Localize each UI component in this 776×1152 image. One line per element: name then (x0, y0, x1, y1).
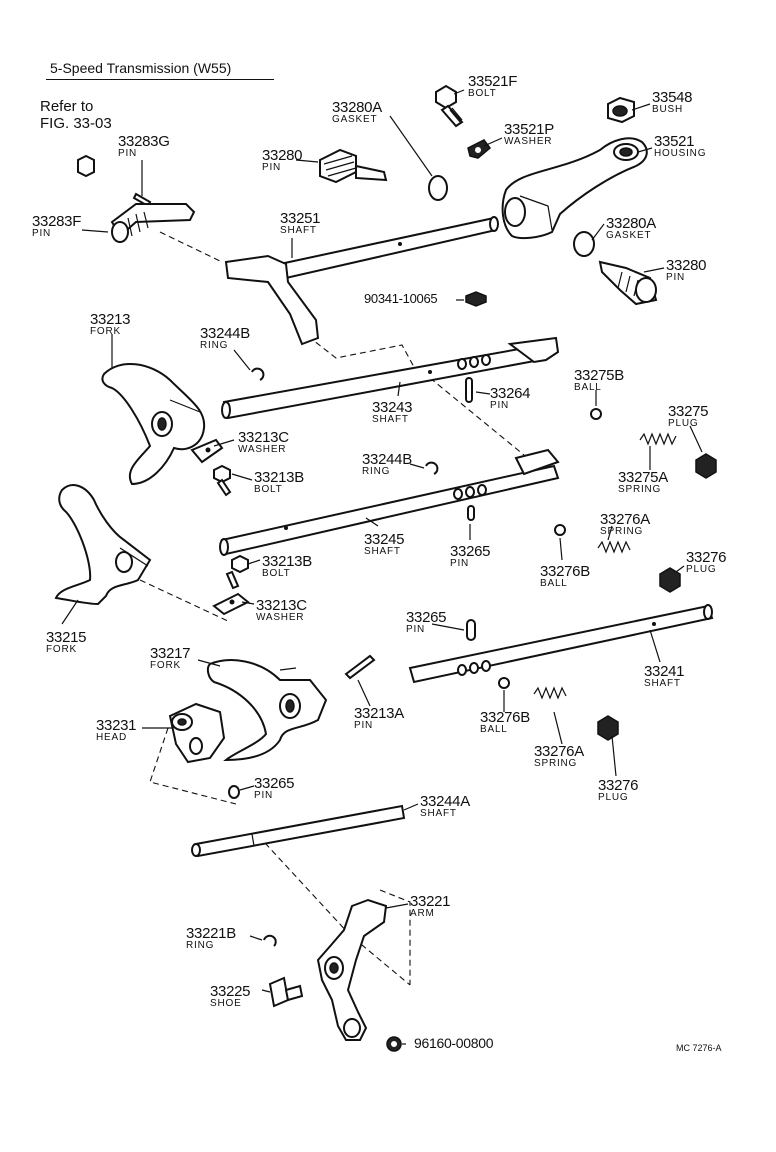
pin-33280-upper (319, 148, 388, 184)
gasket-33280a-lower (573, 231, 595, 257)
plug-33275 (695, 453, 717, 479)
pin-33264 (465, 377, 473, 403)
ball-33275b (590, 408, 602, 420)
pin-33280-lower (598, 260, 658, 306)
shaft-33243 (221, 336, 560, 420)
bolt-33521f (435, 84, 464, 128)
spring-33275a (639, 432, 677, 446)
refer-line-1: Refer to (40, 98, 94, 115)
washer-33521p (467, 139, 492, 159)
pin-33283f (110, 203, 196, 243)
plug-33276-lower (597, 715, 619, 741)
callout-96160-00800: 96160-00800 (414, 1035, 494, 1051)
ring-33244b-middle (425, 461, 439, 475)
ball-33276b-lower (498, 677, 510, 689)
bolt-33213b-lower (225, 554, 249, 590)
ring-33244b-upper (251, 367, 265, 381)
plug-33276-upper (659, 567, 681, 593)
washer-33213c-lower (212, 592, 250, 616)
assembly-guide-lines (139, 231, 525, 986)
ring-96160-00800 (386, 1036, 402, 1052)
pin-33265-middle (467, 505, 475, 521)
plug-90341-10065 (465, 291, 487, 307)
bush-33548 (607, 96, 635, 124)
fork-33215 (54, 484, 152, 606)
figure-reference: Refer to FIG. 33-03 (40, 98, 112, 132)
shaft-33245 (219, 448, 560, 556)
callout-90341-10065: 90341-10065 (364, 291, 438, 306)
pin-33283g (77, 154, 152, 208)
figure-code: MC 7276-A (676, 1043, 722, 1053)
head-33231 (168, 702, 226, 764)
shaft-33241 (408, 604, 714, 684)
ring-33221b (263, 934, 277, 947)
shaft-33251 (224, 216, 499, 346)
spring-33276a-lower (533, 686, 567, 700)
gasket-33280a-top (428, 175, 448, 201)
ball-33276b-upper (554, 524, 566, 536)
title-underline (46, 79, 274, 80)
bolt-33213b-upper (213, 464, 232, 497)
diagram-title: 5-Speed Transmission (W55) (50, 60, 232, 76)
spring-33276a-upper (597, 540, 631, 554)
fork-33217 (206, 659, 328, 762)
arm-33221 (316, 898, 388, 1041)
fork-33213 (101, 362, 206, 486)
shaft-33244a (191, 804, 406, 858)
refer-line-2: FIG. 33-03 (40, 115, 112, 132)
pin-33213a (344, 654, 376, 680)
housing-33521 (501, 137, 648, 240)
pin-33265-lower (228, 785, 240, 799)
leader-lines (61, 89, 703, 1045)
pin-33265-upper-right (466, 619, 476, 641)
shoe-33225 (268, 976, 304, 1008)
